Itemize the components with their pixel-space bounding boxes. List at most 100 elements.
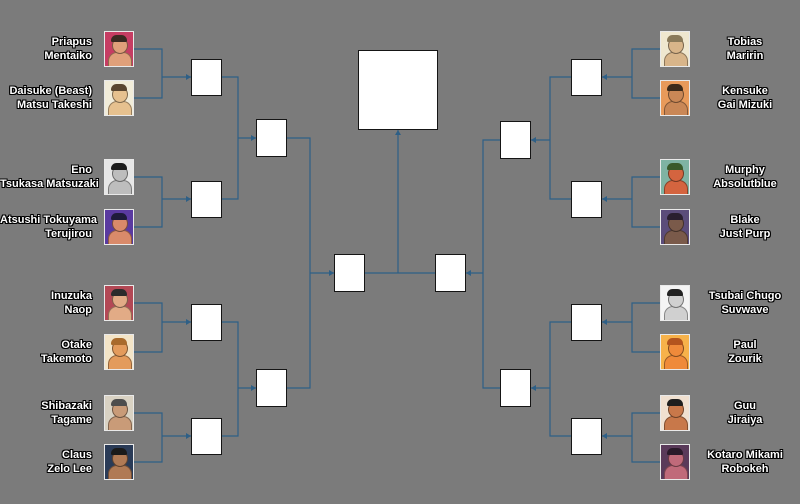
- left-semi-connector: [287, 137, 311, 389]
- avatar-body: [664, 416, 688, 430]
- left-round1-slot[interactable]: [191, 303, 222, 341]
- avatar-body: [108, 52, 132, 66]
- right-entrant-8-avatar: [660, 444, 690, 480]
- avatar-hair: [111, 84, 127, 91]
- avatar-body: [108, 101, 132, 115]
- right-r2-arrow: [531, 137, 536, 143]
- left-semi-arrow: [329, 270, 334, 276]
- champion-arrow: [395, 130, 401, 135]
- avatar-hair: [667, 84, 683, 91]
- left-round2-slot[interactable]: [256, 119, 287, 157]
- entrant-name-line2: Zelo Lee: [47, 463, 92, 475]
- right-r2-connector: [549, 76, 571, 200]
- entrant-name-line2: Mentaiko: [44, 50, 92, 62]
- left-round2-slot[interactable]: [256, 369, 287, 407]
- right-r1-connector: [631, 412, 660, 463]
- left-entrant-3-avatar: [104, 159, 134, 195]
- avatar-hair: [667, 163, 683, 170]
- avatar-body: [664, 465, 688, 479]
- left-r1-connector: [134, 412, 163, 463]
- entrant-name-line1: Atsushi Tokuyama: [0, 214, 97, 226]
- right-entrant-4-avatar: [660, 209, 690, 245]
- left-entrant-6-avatar: [104, 334, 134, 370]
- avatar-body: [664, 306, 688, 320]
- avatar-hair: [667, 338, 683, 345]
- right-round1-slot[interactable]: [571, 303, 602, 341]
- left-round1-slot[interactable]: [191, 58, 222, 96]
- entrant-name-line2: Takemoto: [40, 353, 92, 365]
- avatar-hair: [111, 338, 127, 345]
- left-entrant-4-avatar: [104, 209, 134, 245]
- entrant-name-line2: Naop: [64, 304, 93, 316]
- right-entrant-3-avatar: [660, 159, 690, 195]
- entrant-name-line1: Kensuke: [722, 85, 768, 97]
- champion-slot[interactable]: [358, 50, 438, 130]
- entrant-name-line1: Blake: [730, 214, 760, 226]
- entrant-name-line1: Daisuke (Beast): [9, 85, 92, 97]
- avatar-hair: [111, 35, 127, 42]
- left-r1-arrow: [186, 319, 191, 325]
- left-r1-connector: [134, 48, 163, 99]
- left-round1-slot[interactable]: [191, 417, 222, 455]
- entrant-name-line2: Tsukasa Matsuzaki: [0, 178, 99, 190]
- left-r1-connector: [134, 176, 163, 228]
- avatar-hair: [111, 289, 127, 296]
- entrant-name-line1: Claus: [62, 449, 92, 461]
- avatar-hair: [667, 35, 683, 42]
- right-round2-slot[interactable]: [500, 369, 531, 407]
- avatar-body: [108, 355, 132, 369]
- right-r1-arrow: [602, 196, 607, 202]
- entrant-name-line2: Absolutblue: [713, 178, 777, 190]
- entrant-name-line2: Tagame: [51, 414, 92, 426]
- right-r2-connector: [549, 321, 571, 437]
- entrant-name-line2: Robokeh: [721, 463, 769, 475]
- avatar-body: [108, 180, 132, 194]
- right-round1-slot[interactable]: [571, 58, 602, 96]
- avatar-body: [108, 306, 132, 320]
- right-round1-slot[interactable]: [571, 180, 602, 218]
- entrant-name-line2: Terujirou: [45, 228, 92, 240]
- right-r1-arrow: [602, 433, 607, 439]
- left-entrant-2-name: Daisuke (Beast) Matsu Takeshi: [0, 84, 92, 112]
- left-r1-arrow: [186, 433, 191, 439]
- right-semifinal-slot[interactable]: [435, 254, 466, 292]
- right-r1-connector: [631, 302, 660, 353]
- entrant-name-line1: Priapus: [51, 36, 92, 48]
- right-entrant-5-avatar: [660, 285, 690, 321]
- avatar-body: [108, 230, 132, 244]
- avatar-body: [664, 101, 688, 115]
- right-r1-arrow: [602, 319, 607, 325]
- avatar-body: [664, 180, 688, 194]
- avatar-hair: [111, 163, 127, 170]
- left-r1-connector: [134, 302, 163, 353]
- right-entrant-1-avatar: [660, 31, 690, 67]
- right-round2-slot[interactable]: [500, 121, 531, 159]
- entrant-name-line1: Eno: [71, 164, 92, 176]
- left-semifinal-slot[interactable]: [334, 254, 365, 292]
- avatar-hair: [111, 448, 127, 455]
- right-r1-connector: [631, 48, 660, 99]
- avatar-hair: [667, 399, 683, 406]
- left-round1-slot[interactable]: [191, 180, 222, 218]
- right-semi-connector: [482, 139, 500, 389]
- entrant-name-line1: Paul: [733, 339, 757, 351]
- left-r2-connector: [222, 76, 239, 200]
- entrant-name-line1: Tobias: [727, 36, 763, 48]
- entrant-name-line1: Shibazaki: [41, 400, 92, 412]
- entrant-name-line2: Just Purp: [719, 228, 771, 240]
- right-round1-slot[interactable]: [571, 417, 602, 455]
- entrant-name-line2: Matsu Takeshi: [17, 99, 92, 111]
- entrant-name-line1: Otake: [61, 339, 92, 351]
- left-entrant-8-avatar: [104, 444, 134, 480]
- avatar-hair: [667, 289, 683, 296]
- entrant-name-line1: Kotaro Mikami: [707, 449, 783, 461]
